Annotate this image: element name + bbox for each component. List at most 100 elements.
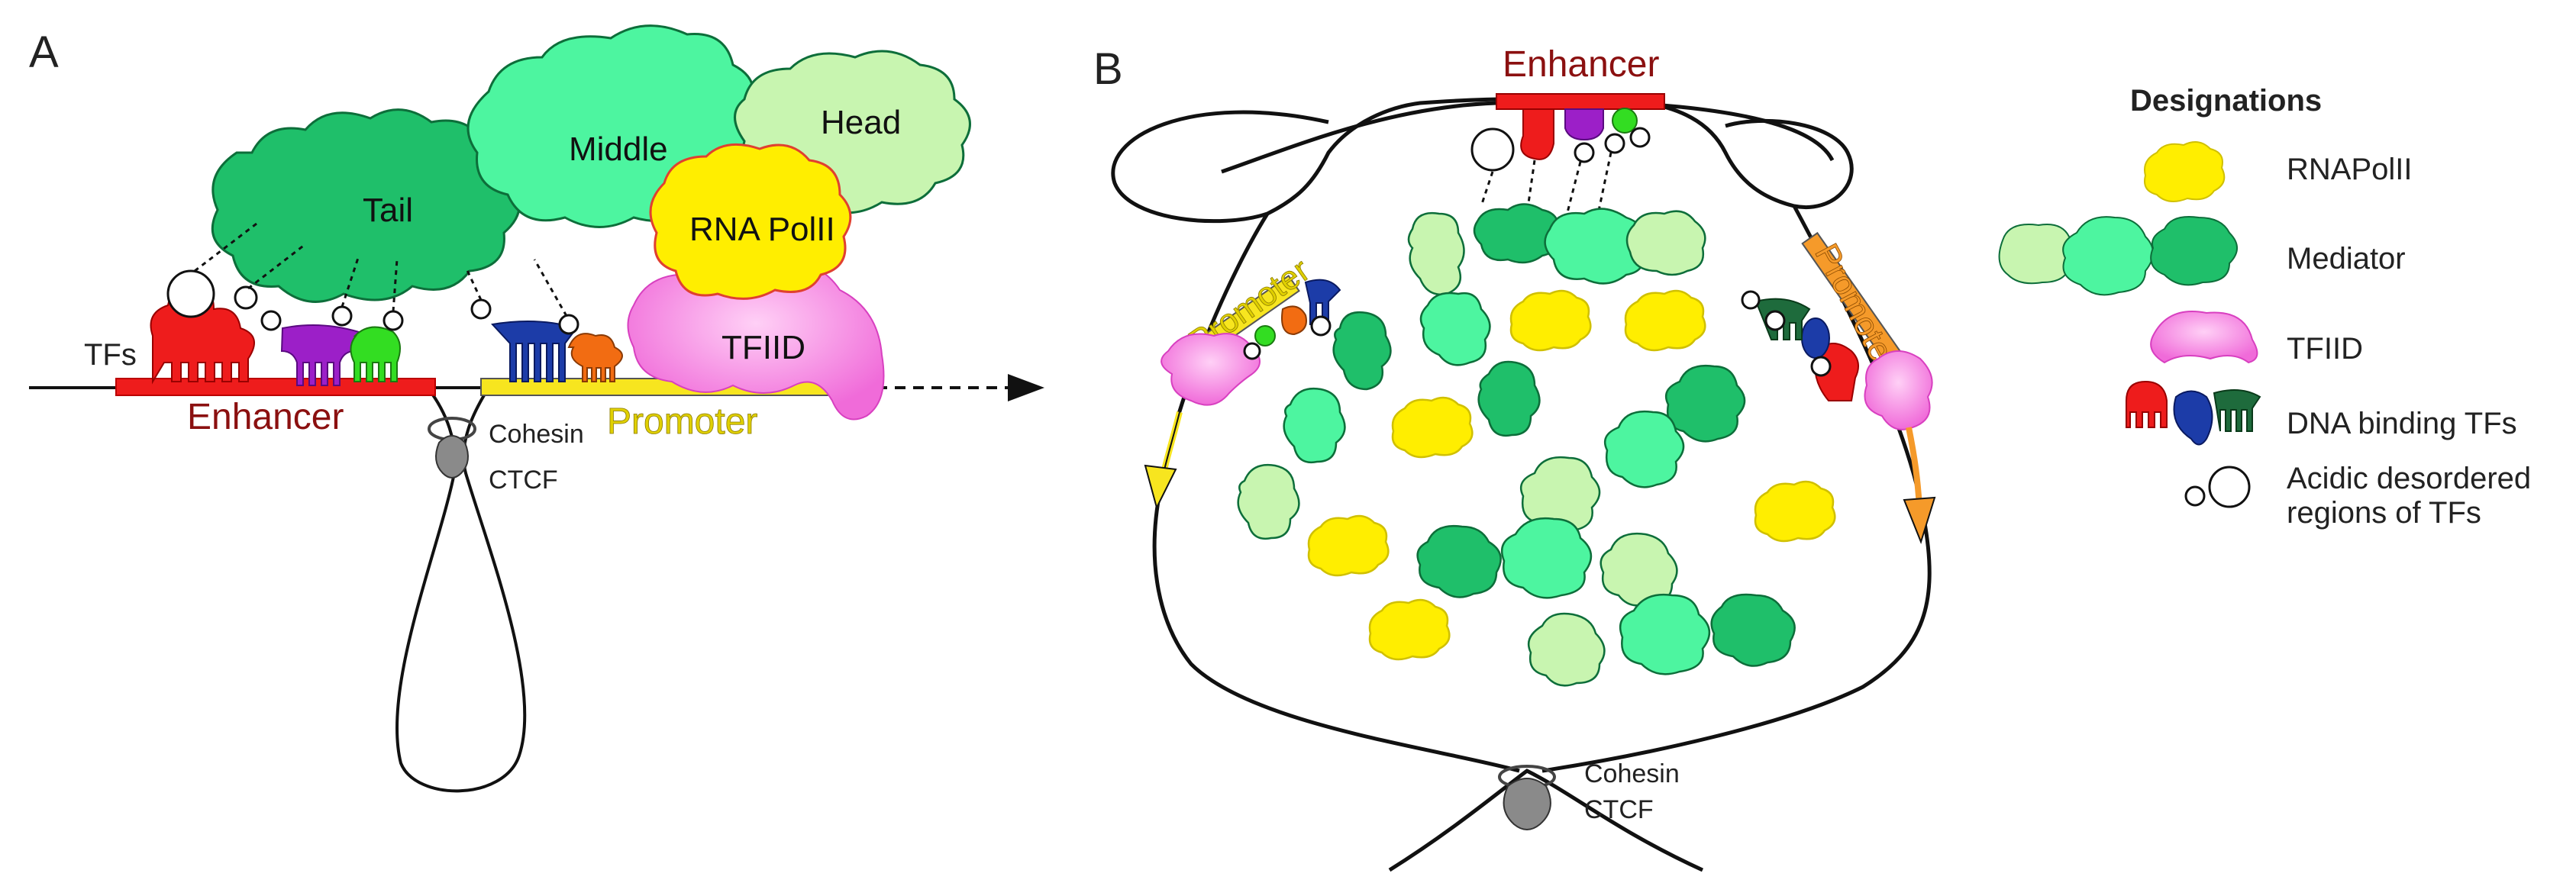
legend-tfiid-swatch [2150,311,2258,364]
legend-tf-red [2126,380,2168,428]
mediator-blob [1625,210,1706,276]
panel-b-adr [1574,142,1595,163]
panel-b-enhancer-label: Enhancer [1503,44,1659,85]
panel-b-adr [1243,342,1261,360]
panel-a-rnapol-label: RNA PolII [689,211,835,248]
ctcf-icon [1503,778,1551,830]
panel-b: B Enhancer Promoter [1093,44,1936,872]
rnapol-blob [1754,480,1836,543]
panel-b-tf-purple [1564,108,1604,141]
mediator-blob [1603,410,1685,488]
arrow-icon [1144,464,1177,510]
mediator-blob [1237,463,1300,540]
panel-b-tf-blue-right [1801,317,1830,359]
panel-a-head-label: Head [821,104,901,141]
panel-b-adr [1764,310,1786,331]
panel-b-chromatin-bottom [1388,769,1704,872]
mediator-blob [1416,524,1502,598]
mediator-blob [1519,456,1601,534]
rnapol-blob [1509,289,1592,352]
panel-a-label: A [29,27,59,77]
panel-b-label: B [1093,44,1123,94]
panel-b-adr [1604,133,1625,154]
panel-a-adr [558,314,579,335]
panel-a-rnapol [649,143,852,300]
panel-a-tf-orange [567,333,623,382]
panel-a-adr [383,310,404,331]
legend-mediator-label: Mediator [2287,242,2406,276]
mediator-blob [1332,311,1392,391]
mediator-blob [1283,387,1346,464]
legend-rnapol-swatch [2144,141,2226,202]
panel-a-adr-large [166,269,215,318]
panel-b-tfiid-right [1864,350,1933,430]
mediator-blob [1473,203,1560,264]
legend-tf-blue [2173,390,2213,446]
panel-a-adr [331,305,353,327]
mediator-blob [1477,360,1541,437]
panel-a-tf-green [350,326,401,382]
mediator-blob [1619,593,1710,675]
mediator-blob [1419,292,1491,366]
panel-b-tf-green-left [1254,325,1276,346]
legend: Designations RNAPolII Mediator TFIID DNA… [1998,84,2531,530]
legend-rnapol-label: RNAPolII [2287,153,2413,186]
panel-a: A Enhancer Promoter Cohesin CTCF TFs Tai… [29,24,1044,793]
panel-b-adr [1310,315,1332,337]
ctcf-icon [435,435,469,479]
panel-b-adr [1810,356,1832,377]
rnapol-blob [1368,598,1451,661]
panel-a-adr [470,298,492,320]
panel-b-condensate [1237,203,1836,687]
panel-a-adr [260,310,282,331]
panel-a-interaction-lines [194,220,568,317]
legend-adr-label-2: regions of TFs [2287,496,2481,530]
legend-adr-large [2208,466,2251,508]
mediator-blob [1527,612,1606,687]
panel-b-adr [1741,290,1761,310]
panel-a-cohesin-label: Cohesin [489,420,584,449]
panel-b-adr-large [1470,127,1515,172]
legend-mediator-mid [2062,216,2154,296]
panel-a-ctcf-label: CTCF [489,466,558,495]
panel-b-interaction-lines [1480,152,1612,226]
legend-adr-small [2184,485,2206,507]
panel-b-tf-red [1520,108,1554,160]
panel-b-ctcf-label: CTCF [1584,795,1654,824]
panel-a-tf-blue [491,321,578,382]
panel-b-tfiid-left [1160,333,1261,406]
legend-mediator-dark [2150,216,2238,286]
legend-tf-darkgreen [2213,389,2261,432]
legend-tfiid-label: TFIID [2287,332,2363,366]
rnapol-blob [1624,289,1706,352]
panel-a-tf-purple [280,324,360,386]
panel-b-enhancer-bar [1496,93,1665,110]
panel-b-chromatin-right [1541,205,1932,773]
panel-b-adr [1629,127,1651,148]
mediator-blob [1500,517,1592,599]
panel-a-middle-label: Middle [569,131,668,168]
panel-a-mediator-tail [211,108,521,303]
panel-b-chromatin [1111,96,1854,224]
panel-b-tf-green [1612,108,1638,134]
mediator-blob [1407,211,1465,296]
panel-a-adr [234,285,258,310]
legend-adr-label-1: Acidic desordered [2287,462,2531,495]
panel-b-tf-orange-left [1281,305,1307,336]
legend-tfs-label: DNA binding TFs [2287,407,2517,440]
panel-a-tfiid-label: TFIID [721,329,805,366]
mediator-blob [1664,364,1746,443]
panel-a-tail-label: Tail [363,192,413,229]
panel-a-enhancer-label: Enhancer [187,397,344,437]
legend-title: Designations [2130,84,2322,118]
panel-a-enhancer-bar [115,378,436,396]
panel-b-cohesin-label: Cohesin [1584,759,1680,788]
arrow-icon [1903,496,1936,544]
rnapol-blob [1391,396,1474,459]
mediator-blob [1710,593,1796,667]
rnapol-blob [1307,514,1390,577]
panel-a-promoter-label: Promoter [607,401,757,442]
panel-a-tfs-label: TFs [84,338,137,372]
arrow-icon [1008,374,1044,401]
